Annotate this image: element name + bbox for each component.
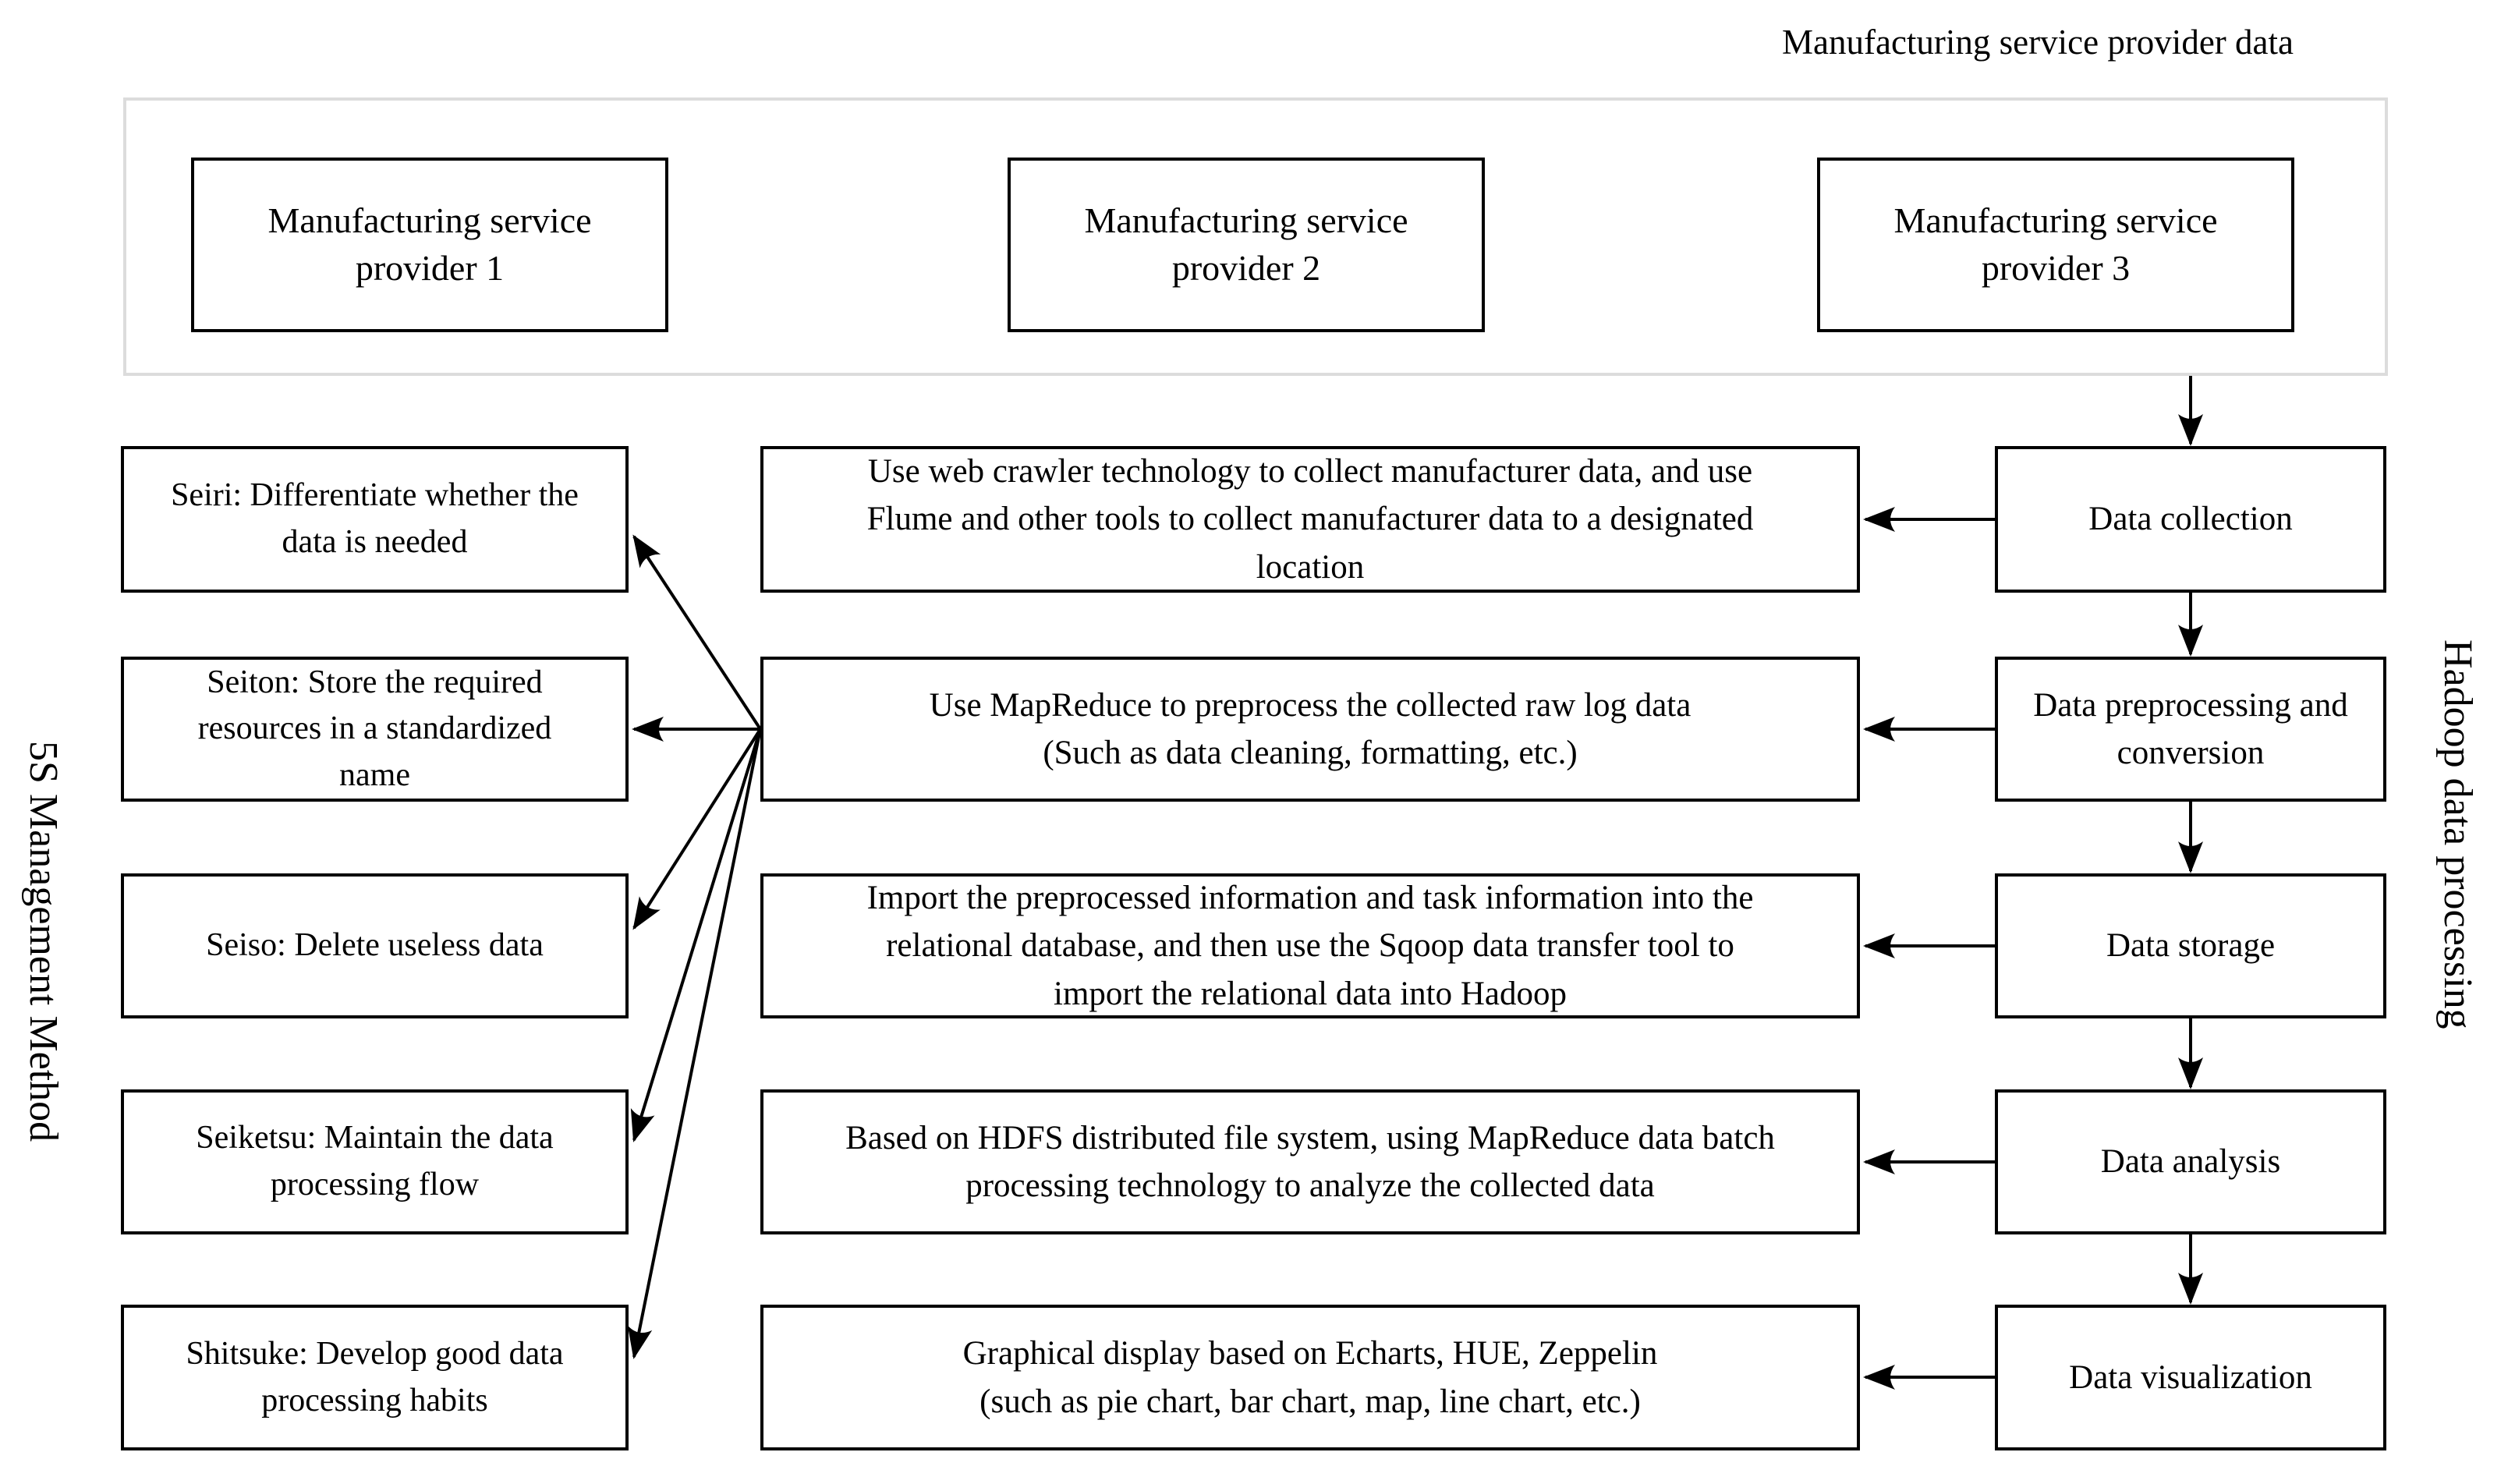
right-axis-label: Hadoop data processing <box>2435 639 2480 1029</box>
provider-box-2: Manufacturing service provider 2 <box>1008 158 1485 332</box>
arrow-fan-to-seiketsu <box>630 728 762 1142</box>
step-label-data-visualization: Data visualization <box>2069 1358 2312 1396</box>
description-box-visualization: Graphical display based on Echarts, HUE,… <box>760 1305 1860 1450</box>
five-s-label-seiketsu: Seiketsu: Maintain the data processing f… <box>196 1120 554 1202</box>
description-text-analysis: Based on HDFS distributed file system, u… <box>845 1119 1775 1204</box>
five-s-label-seiri: Seiri: Differentiate whether the data is… <box>171 477 579 560</box>
five-s-box-seiton: Seiton: Store the required resources in … <box>121 657 629 802</box>
provider-label-2: Manufacturing service provider 2 <box>1084 200 1408 288</box>
provider-box-1: Manufacturing service provider 1 <box>191 158 668 332</box>
description-text-preprocessing: Use MapReduce to preprocess the collecte… <box>929 686 1691 771</box>
step-box-data-collection: Data collection <box>1995 446 2386 593</box>
five-s-label-seiton: Seiton: Store the required resources in … <box>197 664 552 793</box>
description-text-visualization: Graphical display based on Echarts, HUE,… <box>962 1335 1658 1420</box>
diagram-title: Manufacturing service provider data <box>1782 23 2294 62</box>
description-box-analysis: Based on HDFS distributed file system, u… <box>760 1089 1860 1234</box>
step-box-data-analysis: Data analysis <box>1995 1089 2386 1234</box>
five-s-box-shitsuke: Shitsuke: Develop good data processing h… <box>121 1305 629 1450</box>
arrow-fan-to-seiri <box>632 534 762 731</box>
provider-box-3: Manufacturing service provider 3 <box>1817 158 2294 332</box>
provider-label-1: Manufacturing service provider 1 <box>267 200 592 288</box>
step-box-data-visualization: Data visualization <box>1995 1305 2386 1450</box>
five-s-box-seiri: Seiri: Differentiate whether the data is… <box>121 446 629 593</box>
step-label-data-analysis: Data analysis <box>2100 1143 2281 1181</box>
arrow-fan-to-seiso <box>632 728 762 930</box>
step-box-data-preprocessing: Data preprocessing and conversion <box>1995 657 2386 802</box>
description-text-collection: Use web crawler technology to collect ma… <box>866 453 1754 586</box>
five-s-box-seiketsu: Seiketsu: Maintain the data processing f… <box>121 1089 629 1234</box>
step-label-data-storage: Data storage <box>2106 927 2276 965</box>
step-label-data-preprocessing: Data preprocessing and conversion <box>2033 686 2348 771</box>
provider-label-3: Manufacturing service provider 3 <box>1893 200 2218 288</box>
left-axis-label: 5S Management Method <box>21 741 66 1142</box>
five-s-box-seiso: Seiso: Delete useless data <box>121 873 629 1018</box>
description-box-storage: Import the preprocessed information and … <box>760 873 1860 1018</box>
arrow-fan-to-shitsuke <box>627 728 762 1359</box>
description-box-preprocessing: Use MapReduce to preprocess the collecte… <box>760 657 1860 802</box>
description-box-collection: Use web crawler technology to collect ma… <box>760 446 1860 593</box>
five-s-label-shitsuke: Shitsuke: Develop good data processing h… <box>186 1335 564 1418</box>
five-s-label-seiso: Seiso: Delete useless data <box>206 927 544 964</box>
step-label-data-collection: Data collection <box>2088 501 2293 538</box>
description-text-storage: Import the preprocessed information and … <box>866 880 1754 1012</box>
step-box-data-storage: Data storage <box>1995 873 2386 1018</box>
